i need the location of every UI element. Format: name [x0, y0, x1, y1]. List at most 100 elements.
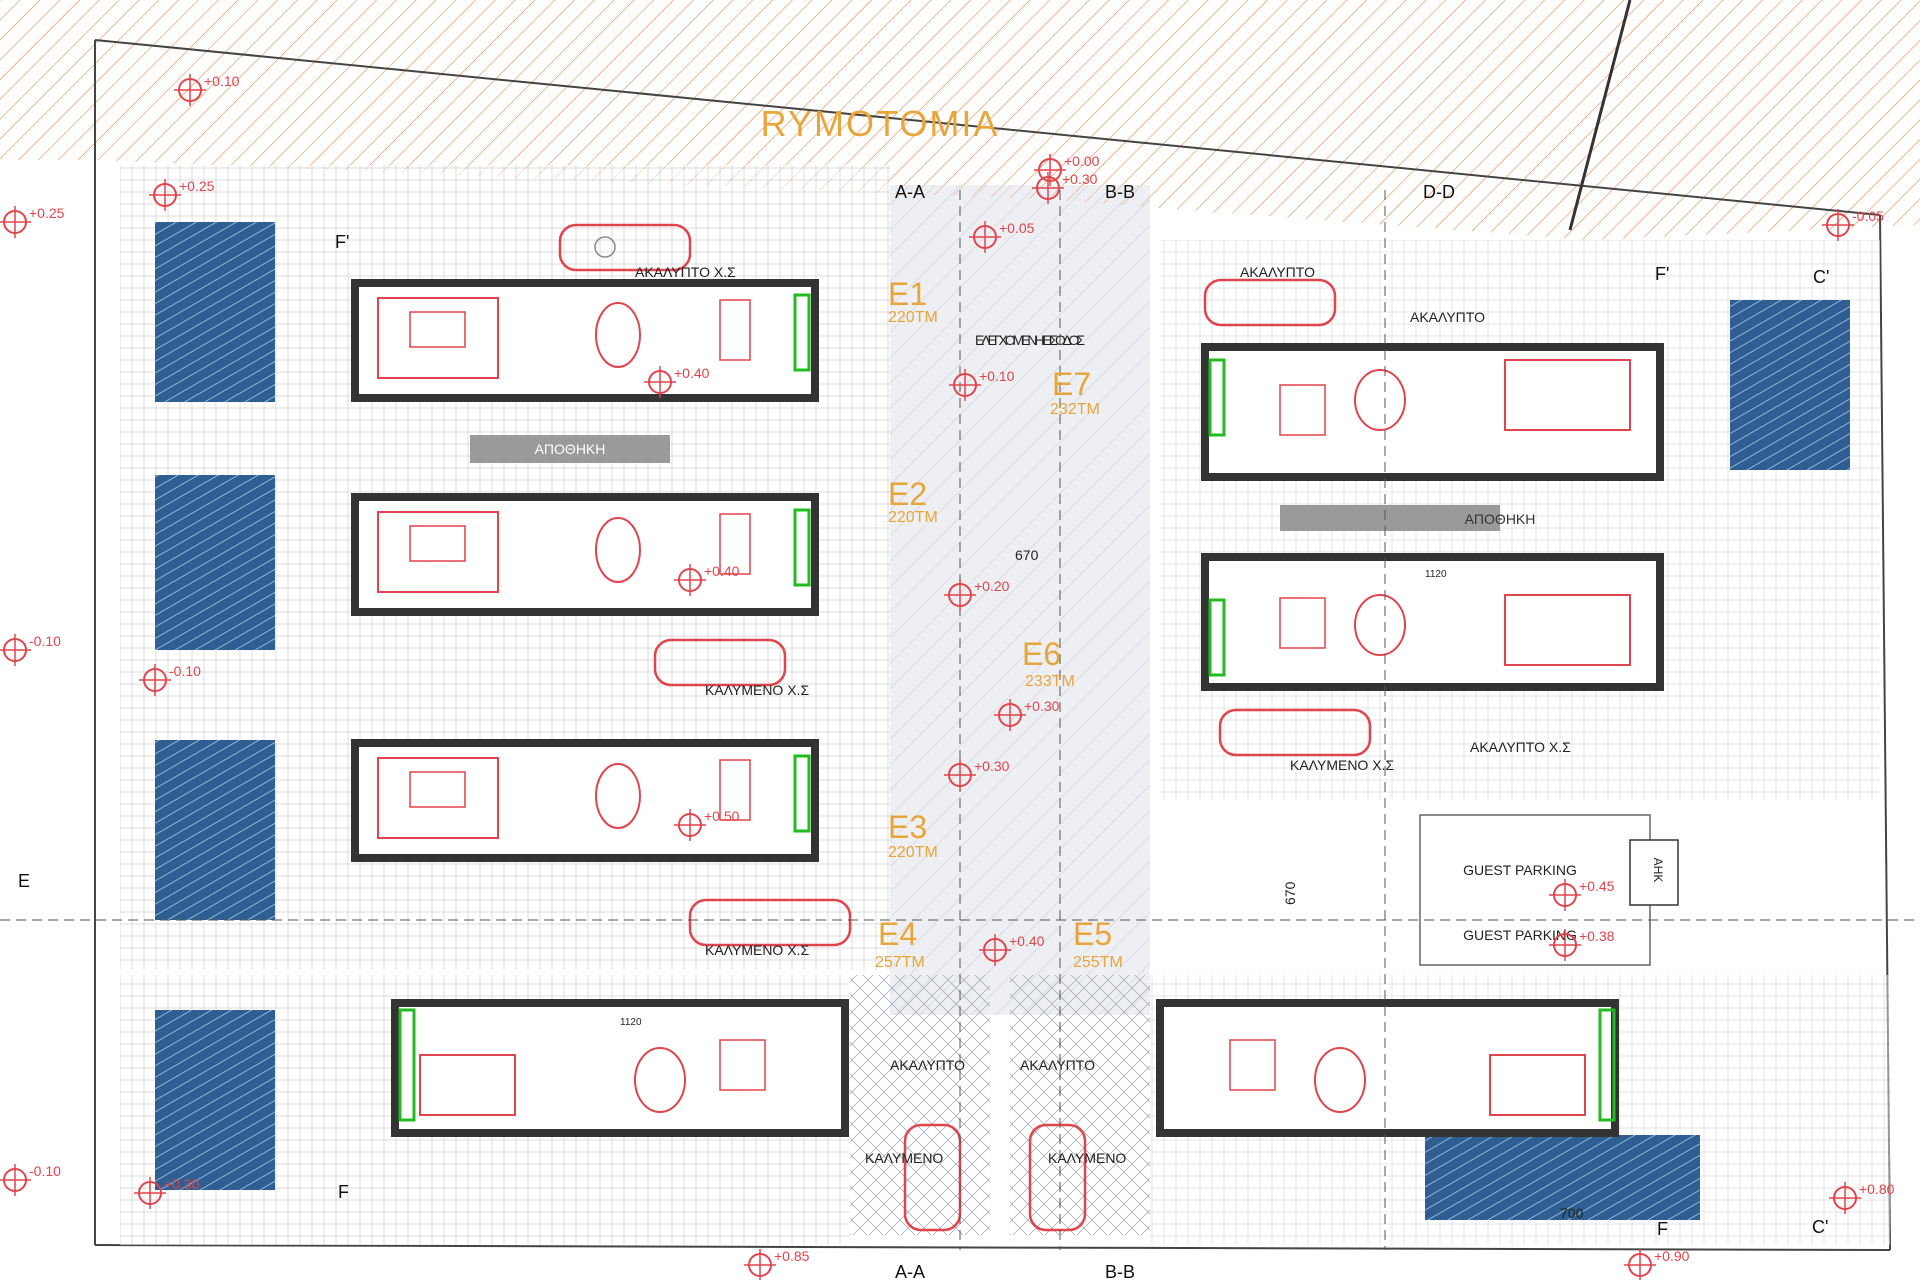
ahk-label: ΑΗΚ	[1651, 858, 1665, 883]
level-marker: +0.00	[1034, 153, 1100, 186]
covered-bottom-2: ΚΑΛΥΜΕΝΟ	[1048, 1150, 1126, 1166]
level-marker: +0.20	[944, 578, 1010, 611]
unit-e4-area: 257ΤΜ	[875, 954, 925, 971]
dimension-1120-e4: 1120	[620, 1017, 642, 1028]
unit-e1-plan	[351, 279, 819, 402]
unit-e2-area: 220ΤΜ	[888, 509, 938, 526]
central-driveway	[890, 185, 1150, 1015]
covered-parking-mid-left: ΚΑΛΥΜΕΝΟ Χ.Σ	[705, 682, 809, 698]
car-covered-low-left	[688, 898, 852, 947]
section-label-f-prime-left: F'	[335, 232, 349, 252]
level-value: +0.00	[1064, 153, 1100, 169]
diagonal-boundary	[1568, 0, 1632, 231]
level-marker: +0.25	[0, 205, 65, 238]
level-marker: +0.40	[979, 933, 1045, 966]
level-marker: +0.25	[149, 178, 215, 211]
section-label-f-left: F	[338, 1182, 349, 1202]
controlled-entrance-label: ΕΛΕΓΧΟΜΕΝΗ ΕΙΣΟΔΟΣ	[975, 332, 1085, 348]
pool-e3	[155, 740, 275, 920]
level-marker: +0.50	[674, 808, 740, 841]
unit-e6-id: E6	[1022, 636, 1061, 672]
level-value: +0.10	[979, 368, 1015, 384]
level-value: +0.30	[1062, 171, 1098, 187]
level-marker: +0.30	[134, 1176, 200, 1209]
level-marker: +0.40	[644, 365, 710, 398]
pool-e1	[155, 222, 275, 402]
covered-bottom-1: ΚΑΛΥΜΕΝΟ	[865, 1150, 943, 1166]
car-uncovered-top-left	[558, 223, 692, 272]
level-marker: -0.10	[139, 663, 201, 696]
level-marker: +0.38	[1549, 928, 1615, 961]
uncovered-parking-top-left: ΑΚΑΛΥΠΤΟ Χ.Σ	[635, 264, 736, 280]
uncovered-top-right: ΑΚΑΛΥΠΤΟ	[1240, 264, 1315, 280]
level-value: -0.10	[29, 633, 61, 649]
unit-e3-area: 220ΤΜ	[888, 844, 938, 861]
level-value: +0.80	[1859, 1181, 1895, 1197]
section-label-aa-top: A-A	[895, 182, 925, 202]
level-value: +0.25	[179, 178, 215, 194]
level-marker: +0.80	[1829, 1181, 1895, 1214]
unit-e6-plan	[1201, 553, 1664, 691]
level-marker: +0.05	[969, 220, 1035, 253]
unit-e7-plan	[1201, 343, 1664, 481]
pool-e5	[1425, 1135, 1700, 1220]
level-value: +0.30	[1024, 698, 1060, 714]
level-value: +0.85	[774, 1248, 810, 1264]
section-label-bb-bottom: B-B	[1105, 1262, 1135, 1280]
level-value: -0.10	[169, 663, 201, 679]
ahk-box	[1629, 839, 1679, 906]
unit-e4-id: E4	[878, 916, 917, 952]
car-covered-mid-left	[653, 638, 787, 687]
uncovered-bottom-2: ΑΚΑΛΥΠΤΟ	[1020, 1057, 1095, 1073]
unit-e3-id: E3	[888, 809, 927, 845]
unit-e1-area: 220ΤΜ	[888, 309, 938, 326]
dimension-670-top: 670	[1015, 547, 1039, 563]
lower-driveway-left	[850, 975, 990, 1235]
unit-e2-plan	[351, 493, 819, 616]
unit-e1-id: E1	[888, 276, 927, 312]
section-label-f-prime-right: F'	[1655, 264, 1669, 284]
level-value: +0.30	[974, 758, 1010, 774]
car-covered-bottom-1	[903, 1123, 962, 1232]
level-marker: +0.40	[674, 563, 740, 596]
level-marker: -0.10	[0, 633, 61, 666]
level-marker: +0.10	[174, 73, 240, 106]
level-markers: +0.10 +0.25 +0.25 +0.00 +0.30 +0.05 -0.05 +0.10…	[0, 73, 1895, 1280]
uncovered-mid-right: ΑΚΑΛΥΠΤΟ Χ.Σ	[1470, 739, 1571, 755]
unit-e7-area: 232ΤΜ	[1050, 401, 1100, 418]
unit-e2-id: E2	[888, 476, 927, 512]
section-label-aa-bottom: A-A	[895, 1262, 925, 1280]
section-label-c-prime-bottom: C'	[1812, 1217, 1828, 1237]
uncovered-bottom-1: ΑΚΑΛΥΠΤΟ	[890, 1057, 965, 1073]
car-uncovered-top-right	[1203, 278, 1337, 327]
unit-e5-id: E5	[1073, 916, 1112, 952]
central-driveway-base	[890, 185, 1150, 1015]
level-value: -0.05	[1852, 208, 1884, 224]
storage-strip-right	[1280, 505, 1500, 531]
dimension-1120-e6: 1120	[1425, 569, 1447, 580]
unit-e4-plan	[391, 999, 849, 1137]
car-covered-mid-right	[1218, 708, 1372, 757]
level-marker: -0.05	[1822, 208, 1884, 241]
guest-parking-label-1: GUEST PARKING	[1463, 862, 1577, 878]
storage-label-right: ΑΠΟΘΗΚΗ	[1465, 511, 1536, 527]
level-value: +0.40	[1009, 933, 1045, 949]
pool-e4	[155, 1010, 275, 1190]
level-value: +0.10	[204, 73, 240, 89]
pool-e2	[155, 475, 275, 650]
pool-e7	[1730, 300, 1850, 470]
section-label-e: E	[18, 871, 30, 891]
covered-parking-low-left: ΚΑΛΥΜΕΝΟ Χ.Σ	[705, 942, 809, 958]
covered-parking-mid-right: ΚΑΛΥΜΕΝΟ Χ.Σ	[1290, 757, 1394, 773]
plot-boundary-bottom	[94, 1244, 1891, 1251]
level-marker: +0.85	[744, 1248, 810, 1280]
unit-e3-plan	[351, 739, 819, 862]
dimension-700: 700	[1560, 1205, 1584, 1221]
level-marker: +0.10	[949, 368, 1015, 401]
level-value: +0.38	[1579, 928, 1615, 944]
level-marker: +0.45	[1549, 878, 1615, 911]
storage-strip-left	[470, 435, 670, 463]
dimension-670-vertical: 670	[1282, 881, 1298, 905]
level-marker: +0.30	[1032, 171, 1098, 204]
